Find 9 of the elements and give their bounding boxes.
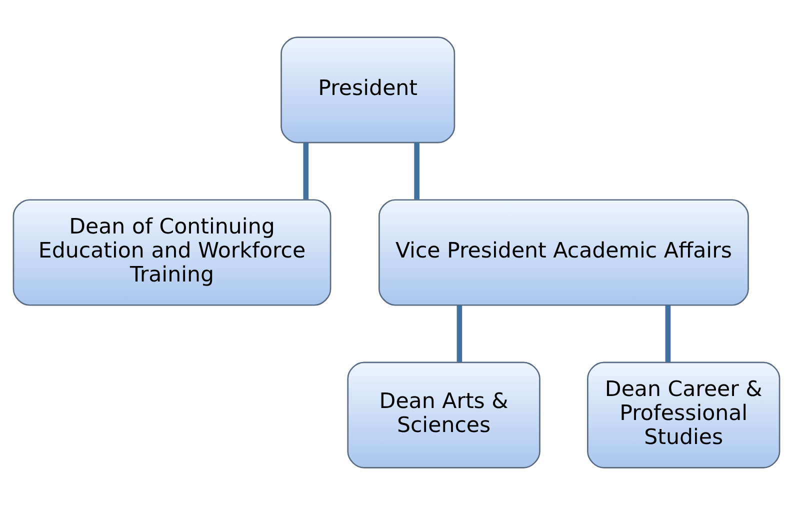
- node-box: Dean Arts & Sciences: [347, 362, 540, 468]
- node-box: Dean Career & Professional Studies: [587, 362, 780, 468]
- connector: [456, 305, 462, 362]
- node-box: Dean of Continuing Education and Workforce Training: [12, 199, 332, 306]
- connector: [303, 142, 309, 200]
- connector: [414, 142, 420, 200]
- node-box: Vice President Academic Affairs: [378, 199, 749, 306]
- connector: [665, 305, 671, 362]
- node-box: President: [280, 36, 456, 144]
